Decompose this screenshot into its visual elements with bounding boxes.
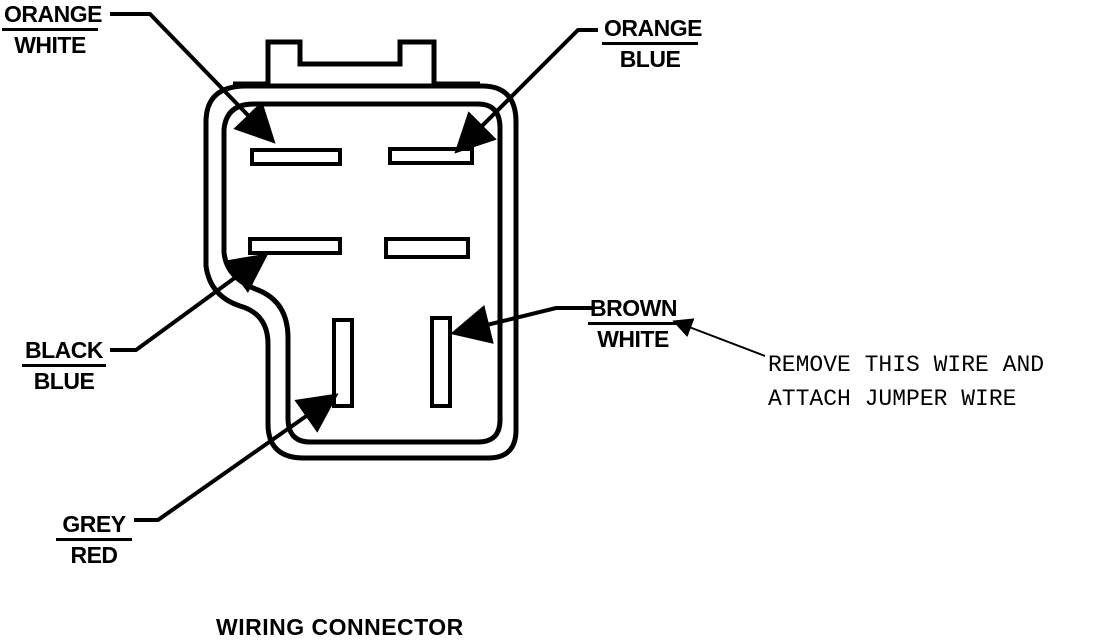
diagram-caption: WIRING CONNECTOR — [216, 614, 464, 640]
label-brown-white-bottom: WHITE — [597, 326, 669, 352]
label-grey-red-top: GREY — [56, 510, 132, 541]
jumper-note-line1: REMOVE THIS WIRE AND — [768, 352, 1045, 378]
connector-housing-outer — [203, 83, 519, 461]
label-brown-white: BROWN WHITE — [588, 294, 678, 353]
terminal-unlabeled — [384, 237, 470, 259]
leader-black-blue — [110, 253, 269, 352]
label-orange-white-bottom: WHITE — [14, 32, 86, 58]
terminal-black-blue — [248, 237, 342, 255]
label-black-blue-bottom: BLUE — [33, 368, 95, 394]
leader-orange-blue — [454, 28, 598, 154]
terminal-grey-red — [332, 318, 354, 408]
label-orange-blue-bottom: BLUE — [619, 46, 681, 72]
leader-orange-white — [110, 12, 276, 144]
jumper-note-line2: ATTACH JUMPER WIRE — [768, 386, 1017, 412]
connector-housing-inner — [221, 101, 503, 445]
terminal-orange-blue — [388, 147, 474, 165]
label-grey-red: GREY RED — [56, 510, 132, 569]
label-orange-white: ORANGE WHITE — [2, 0, 102, 59]
label-black-blue-top: BLACK — [22, 336, 106, 367]
leader-brown-white — [450, 304, 592, 344]
label-orange-blue: ORANGE BLUE — [602, 14, 702, 73]
terminal-brown-white — [430, 316, 452, 408]
leader-grey-red — [134, 393, 339, 522]
connector-latch — [233, 39, 480, 87]
label-black-blue: BLACK BLUE — [22, 336, 106, 395]
label-orange-white-top: ORANGE — [2, 0, 102, 31]
jumper-note: REMOVE THIS WIRE AND ATTACH JUMPER WIRE — [768, 348, 1044, 416]
label-orange-blue-top: ORANGE — [602, 14, 702, 45]
note-arrow — [672, 318, 766, 357]
label-brown-white-top: BROWN — [588, 294, 678, 325]
terminal-orange-white — [250, 148, 342, 166]
label-grey-red-bottom: RED — [70, 542, 118, 568]
